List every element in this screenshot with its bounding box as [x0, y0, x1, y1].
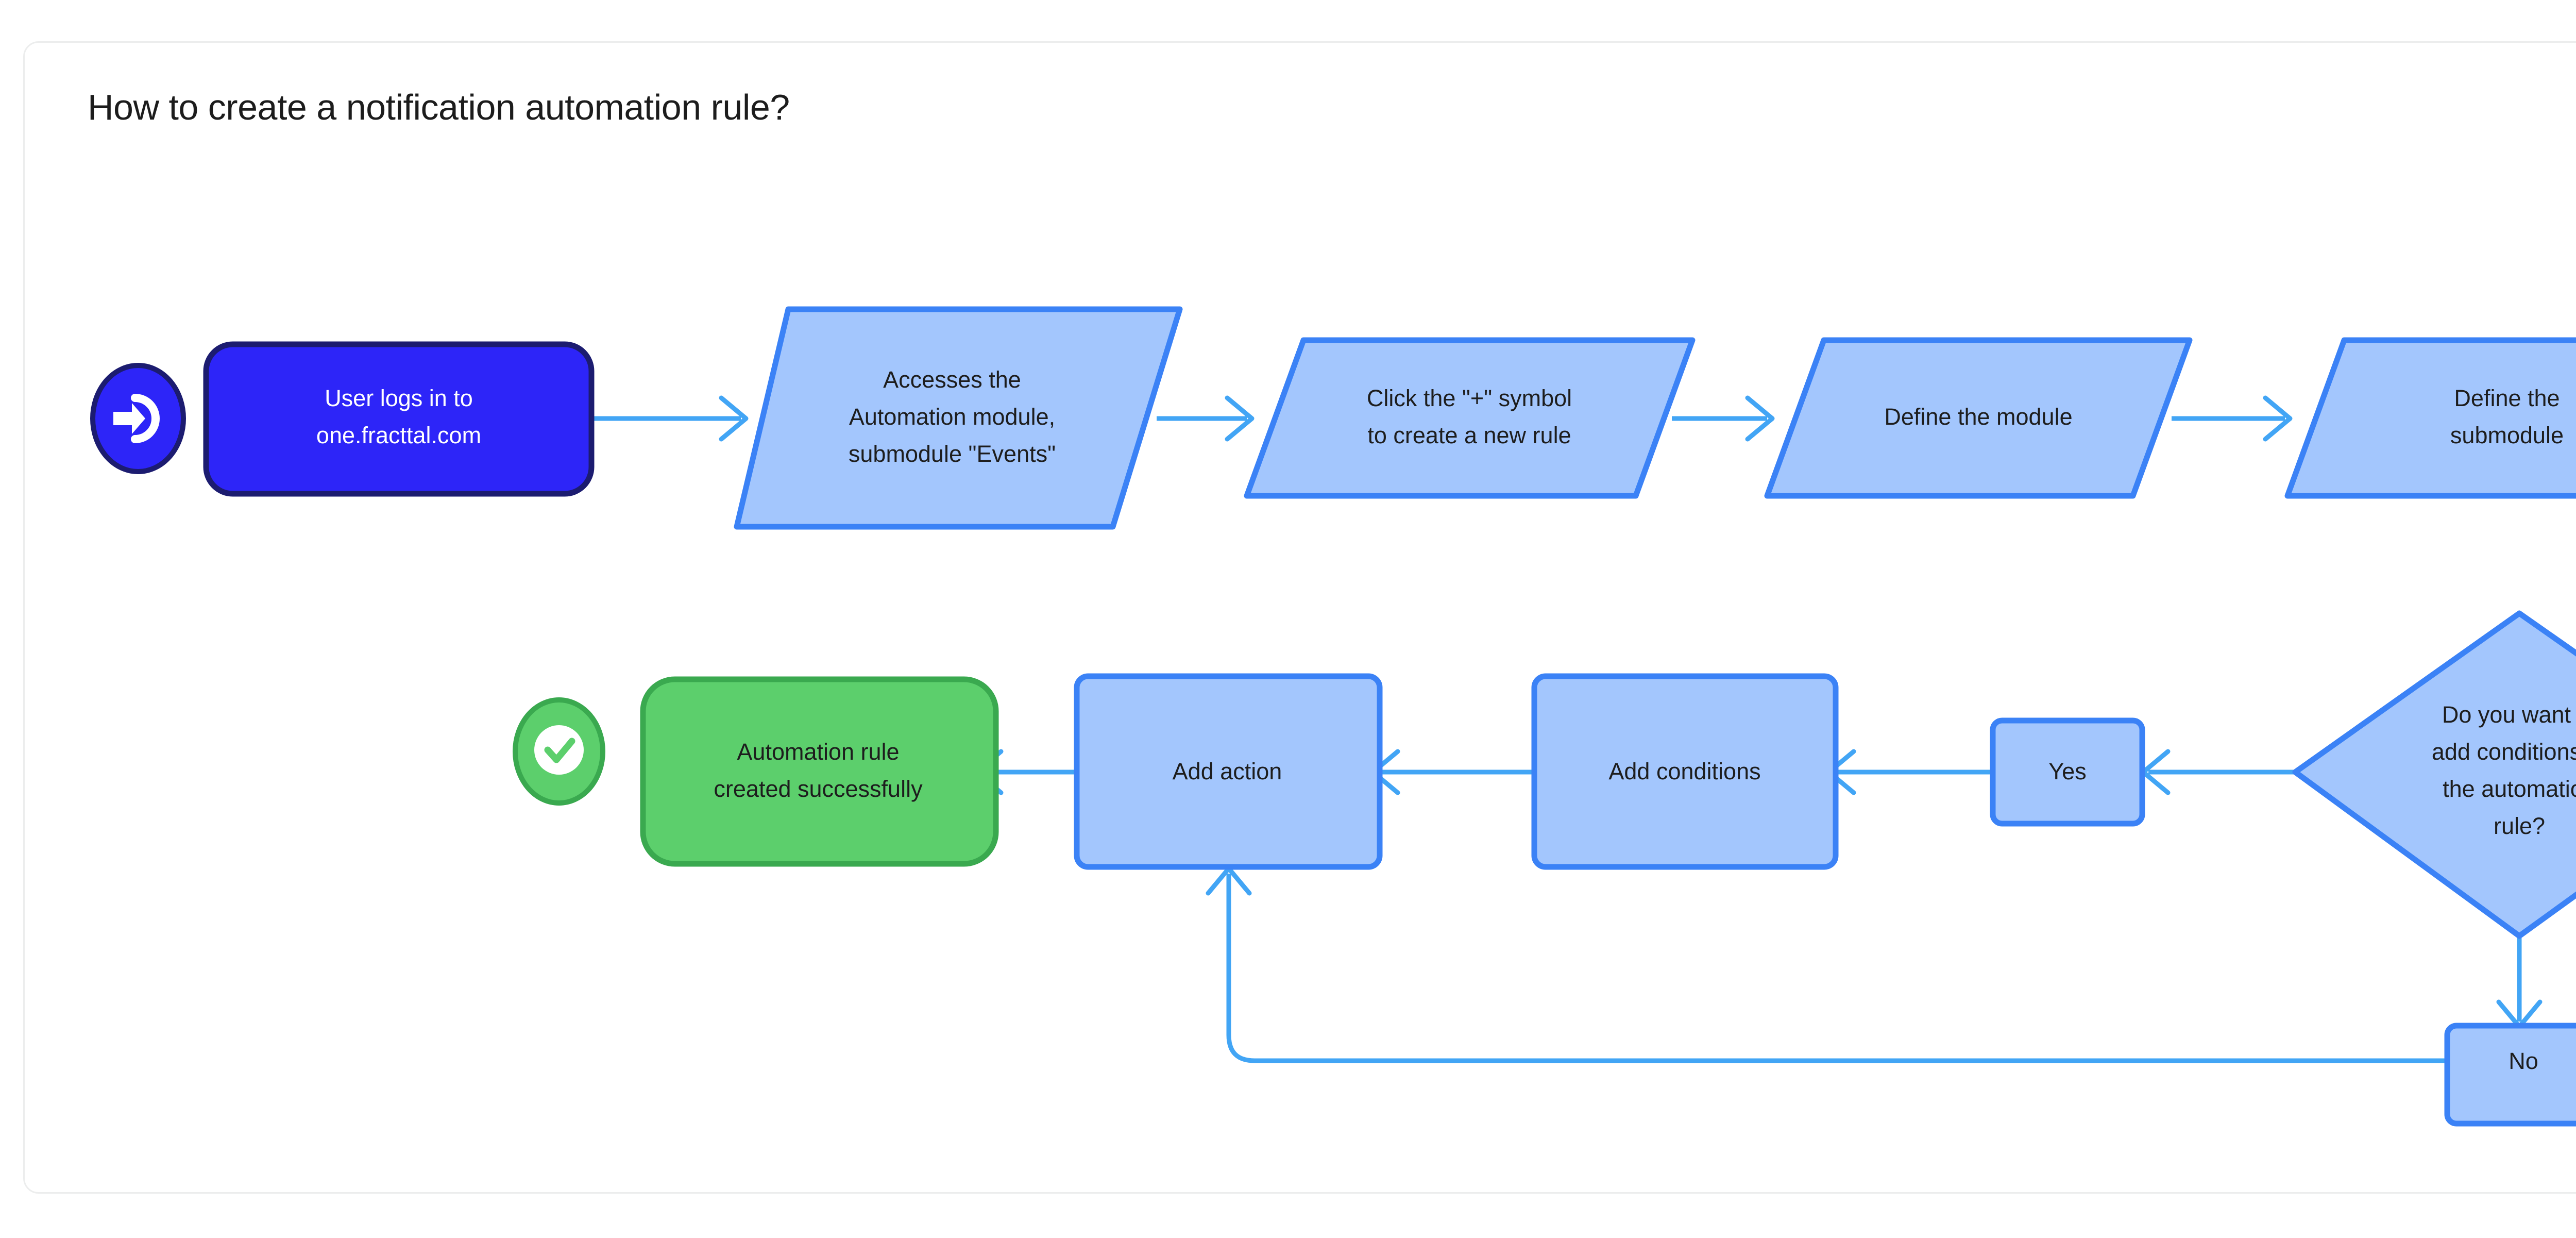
- add-conditions-label: Add conditions: [1608, 758, 1760, 784]
- yes-label: Yes: [2048, 758, 2086, 784]
- start-node-shape[interactable]: [203, 341, 595, 497]
- click-plus-label-line1: Click the "+" symbol: [1367, 385, 1572, 411]
- page-title: How to create a notification automation …: [88, 87, 790, 127]
- yes-shape[interactable]: [1990, 717, 2145, 827]
- access-automation-label-line1: Accesses the: [883, 366, 1021, 393]
- login-icon: [113, 394, 160, 443]
- no-label: No: [2509, 1048, 2538, 1074]
- decision-label-line4: rule?: [2494, 813, 2545, 839]
- add-action-label: Add action: [1173, 758, 1282, 784]
- edge-module-to-submodule-arrow: [2263, 395, 2293, 442]
- check-icon: [544, 738, 575, 763]
- start-node-label-line2: one.fracttal.com: [316, 422, 481, 448]
- define-submodule-label-line1: Define the: [2454, 385, 2560, 411]
- define-submodule-shape[interactable]: [2284, 337, 2576, 499]
- success-label-line2: created successfully: [714, 776, 923, 802]
- node-add-action[interactable]: Add action: [1074, 673, 1383, 870]
- node-define-submodule[interactable]: Define the submodule: [2284, 337, 2576, 499]
- node-decision[interactable]: Do you want to add conditions to the aut…: [2292, 610, 2576, 939]
- edge-start-to-access-arrow: [719, 395, 749, 442]
- define-module-shape[interactable]: [1764, 337, 2193, 499]
- decision-label-line2: add conditions to: [2432, 739, 2576, 765]
- node-yes[interactable]: Yes: [1990, 717, 2145, 827]
- node-add-conditions[interactable]: Add conditions: [1531, 673, 1839, 870]
- access-automation-shape[interactable]: [734, 306, 1183, 530]
- access-automation-label-line2: Automation module,: [849, 404, 1055, 430]
- edge-no-to-addaction: [1226, 874, 2447, 1063]
- click-plus-shape[interactable]: [1244, 337, 1696, 499]
- check-circle-icon-inner: [534, 725, 584, 775]
- node-click-plus[interactable]: Click the "+" symbol to create a new rul…: [1244, 337, 1696, 499]
- define-submodule-label-line2: submodule: [2450, 422, 2564, 448]
- decision-label-line3: the automation: [2443, 776, 2576, 802]
- no-shape[interactable]: [2444, 1023, 2576, 1127]
- node-success[interactable]: Automation rule created successfully: [513, 676, 999, 867]
- access-automation-label-line3: submodule "Events": [849, 441, 1056, 467]
- add-conditions-shape[interactable]: [1531, 673, 1839, 870]
- node-no[interactable]: No: [2444, 1023, 2576, 1127]
- decision-label-line1: Do you want to: [2442, 701, 2576, 728]
- add-action-shape[interactable]: [1074, 673, 1383, 870]
- decision-shape[interactable]: [2292, 610, 2576, 939]
- edge-access-to-click-arrow: [1225, 395, 1255, 442]
- success-shape[interactable]: [640, 676, 999, 867]
- start-node-label-line1: User logs in to: [325, 385, 473, 411]
- node-access-automation[interactable]: Accesses the Automation module, submodul…: [734, 306, 1183, 530]
- diagram-card: [23, 41, 2576, 1194]
- define-module-label: Define the module: [1884, 404, 2072, 430]
- edge-click-to-module-arrow: [1745, 395, 1775, 442]
- node-start[interactable]: User logs in to one.fracttal.com: [90, 341, 595, 497]
- node-define-module[interactable]: Define the module: [1764, 337, 2193, 499]
- click-plus-label-line2: to create a new rule: [1367, 422, 1571, 448]
- success-label-line1: Automation rule: [737, 739, 899, 765]
